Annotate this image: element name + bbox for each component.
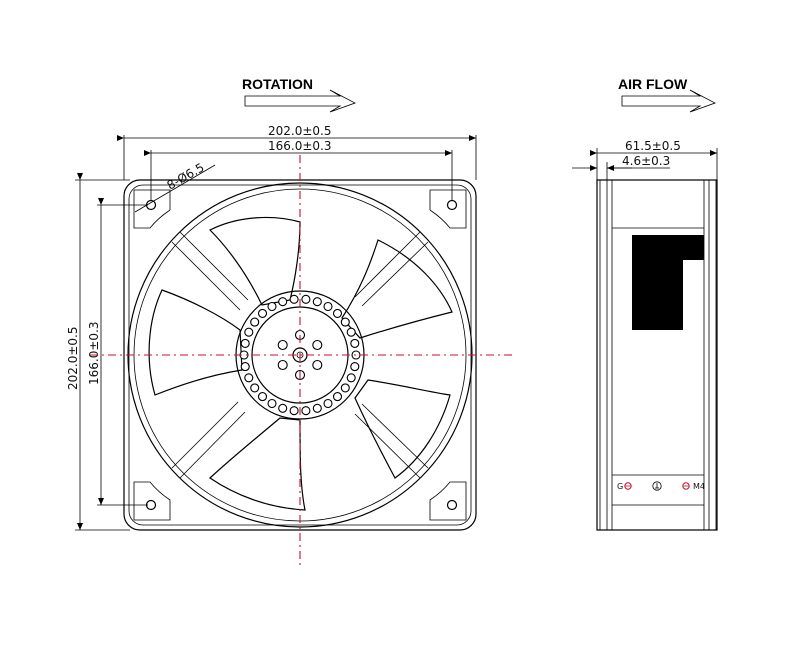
- hub-slot: [289, 406, 299, 416]
- hub-hole: [312, 339, 323, 351]
- hub-hole: [277, 339, 288, 351]
- hub-slot: [350, 338, 360, 348]
- terminal-m4-label: M4: [693, 482, 705, 491]
- hub-slot: [244, 373, 254, 383]
- mounting-hole-icon: [446, 499, 458, 511]
- terminal-g-screw-icon: [624, 482, 632, 490]
- hub-slot: [267, 301, 277, 312]
- front-width-text: 202.0±0.5: [268, 124, 332, 138]
- mounting-hole-icon: [145, 199, 157, 211]
- terminal-m4-screw-icon: [682, 482, 690, 490]
- fan-side-view: G M4: [596, 179, 718, 531]
- hub-slot: [312, 297, 322, 307]
- hub-slot: [257, 308, 268, 318]
- hub-slot: [346, 373, 356, 383]
- hub-slot: [240, 338, 250, 348]
- hub-slot: [301, 406, 311, 416]
- side-flange-left: [599, 179, 608, 531]
- terminal-strip: G M4: [617, 481, 705, 491]
- side-flange-dimension: 4.6±0.3: [572, 154, 670, 180]
- terminal-g-label: G: [617, 482, 623, 491]
- front-height-text: 202.0±0.5: [66, 327, 80, 391]
- hub-slot: [244, 327, 254, 337]
- side-flange-text: 4.6±0.3: [622, 154, 670, 168]
- hub-slot: [340, 383, 350, 393]
- hub-slot: [323, 301, 333, 312]
- fan-blade: [148, 289, 243, 396]
- fan-front-view: [90, 155, 515, 568]
- hub-slot: [289, 294, 299, 304]
- hub-slot: [346, 327, 356, 337]
- fan-blade: [341, 239, 453, 339]
- motor-block: [632, 235, 704, 330]
- air-flow-label: AIR FLOW: [618, 76, 688, 92]
- hub-slots: [239, 294, 361, 416]
- hub-slot: [278, 297, 288, 307]
- front-hole-spacing-text: 166.0±0.3: [268, 139, 332, 153]
- hub-slot: [350, 362, 360, 372]
- front-hole-spacing-dimension: 166.0±0.3: [144, 139, 453, 200]
- hub-slot: [351, 350, 361, 360]
- fan-blades: [148, 216, 453, 511]
- hub-slot: [257, 392, 268, 402]
- side-flange-right: [708, 179, 717, 531]
- front-vertical-hole-spacing-dimension: 166.0±0.3: [87, 198, 148, 506]
- fan-blade: [208, 216, 301, 306]
- hub-slot: [323, 398, 333, 409]
- fan-blade: [354, 379, 451, 479]
- hub-hole: [277, 359, 288, 371]
- mounting-hole-icon: [145, 499, 157, 511]
- hub-slot: [312, 403, 322, 413]
- rotation-indicator: ROTATION: [242, 76, 356, 113]
- front-vertical-hole-spacing-text: 166.0±0.3: [87, 322, 101, 386]
- hole-callout-text: 8-Ø6.5: [165, 160, 207, 192]
- air-flow-arrow-icon: [621, 89, 716, 113]
- hub-slot: [340, 317, 350, 327]
- side-depth-text: 61.5±0.5: [625, 139, 681, 153]
- hub-slot: [250, 317, 260, 327]
- air-flow-indicator: AIR FLOW: [618, 76, 716, 113]
- hub-hole: [312, 359, 323, 371]
- front-width-dimension: 202.0±0.5: [117, 124, 477, 180]
- side-body-outline: [596, 179, 718, 531]
- hub-slot: [250, 383, 260, 393]
- fan-blade: [209, 417, 306, 511]
- rotation-label: ROTATION: [242, 76, 313, 92]
- hub-slot: [301, 294, 311, 304]
- hub-hole: [294, 369, 306, 381]
- ground-symbol-icon: [652, 481, 662, 491]
- hub-slot: [240, 362, 250, 372]
- rotation-arrow-icon: [244, 89, 356, 113]
- hub-holes: [277, 329, 323, 381]
- hub-slot: [278, 403, 288, 413]
- mounting-holes: [133, 189, 467, 521]
- hub-slot: [267, 398, 277, 409]
- hub-slot: [332, 308, 343, 318]
- hub-slot: [332, 392, 343, 402]
- side-depth-dimension: 61.5±0.5: [590, 139, 718, 180]
- mounting-hole-icon: [446, 199, 458, 211]
- front-height-dimension: 202.0±0.5: [66, 173, 130, 531]
